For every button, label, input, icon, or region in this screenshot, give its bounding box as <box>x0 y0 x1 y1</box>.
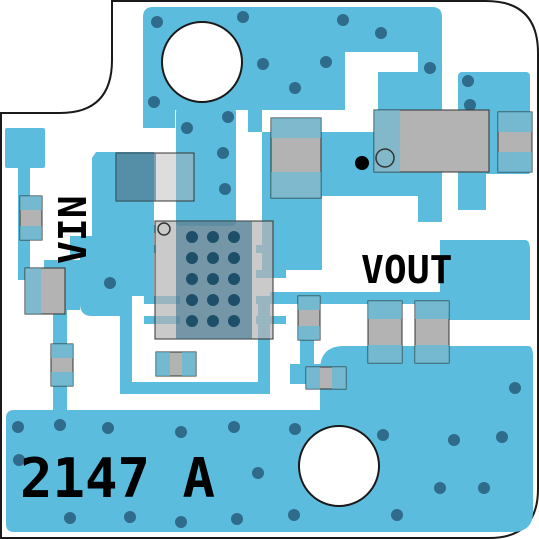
vout-label: VOUT <box>361 248 453 292</box>
ic-u1-thermal-vias <box>186 231 240 327</box>
mounting-hole-top <box>161 21 243 103</box>
feedback-loop-trace <box>120 296 270 394</box>
part-number-label: 2147 A <box>20 447 215 510</box>
output-right-tab <box>458 170 486 210</box>
output-pour-right <box>378 72 418 110</box>
vin-label: VIN <box>51 195 95 264</box>
pin1-marker-u1 <box>157 222 171 236</box>
ground-column <box>176 108 236 226</box>
mounting-hole-bottom <box>298 425 380 507</box>
vias <box>12 11 521 528</box>
components <box>19 109 533 390</box>
vout-riser <box>440 240 530 320</box>
ground-pour-bottom <box>6 346 533 532</box>
vin-connector-pad <box>5 128 45 168</box>
pin1-marker-q1 <box>375 148 395 168</box>
polarity-dot <box>355 156 369 170</box>
